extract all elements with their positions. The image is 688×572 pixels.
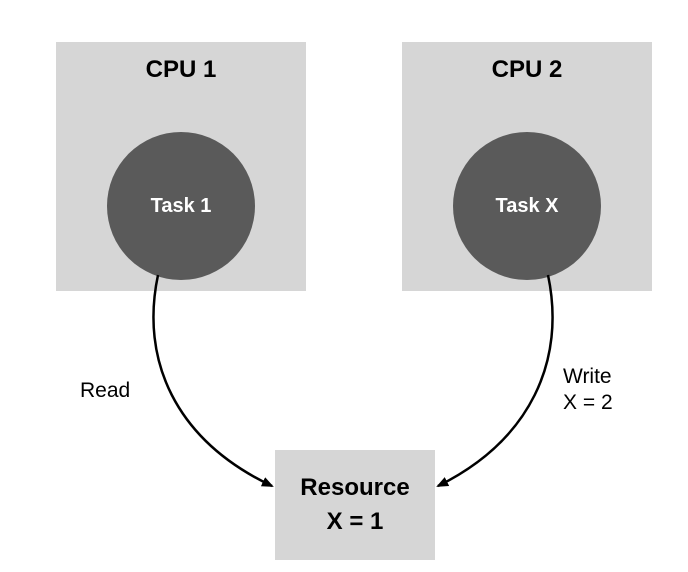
write-arrow [436, 274, 554, 488]
resource-value: X = 1 [326, 508, 384, 535]
taskx-node: Task X [453, 132, 601, 280]
cpu1-box: CPU 1 Task 1 [56, 42, 306, 291]
task1-label: Task 1 [150, 194, 212, 217]
write-label-line2: X = 2 [563, 391, 613, 414]
read-label: Read [80, 379, 131, 402]
write-label: Write X = 2 [563, 364, 613, 416]
cpu2-title: CPU 2 [491, 56, 563, 83]
task1-node: Task 1 [107, 132, 255, 280]
taskx-label: Task X [495, 194, 559, 217]
cpu2-box: CPU 2 Task X [402, 42, 652, 291]
write-label-line1: Write [563, 365, 612, 388]
resource-name: Resource [300, 474, 410, 501]
read-arrow [152, 274, 274, 488]
cpu1-title: CPU 1 [145, 56, 217, 83]
resource-box: Resource X = 1 [275, 450, 435, 560]
